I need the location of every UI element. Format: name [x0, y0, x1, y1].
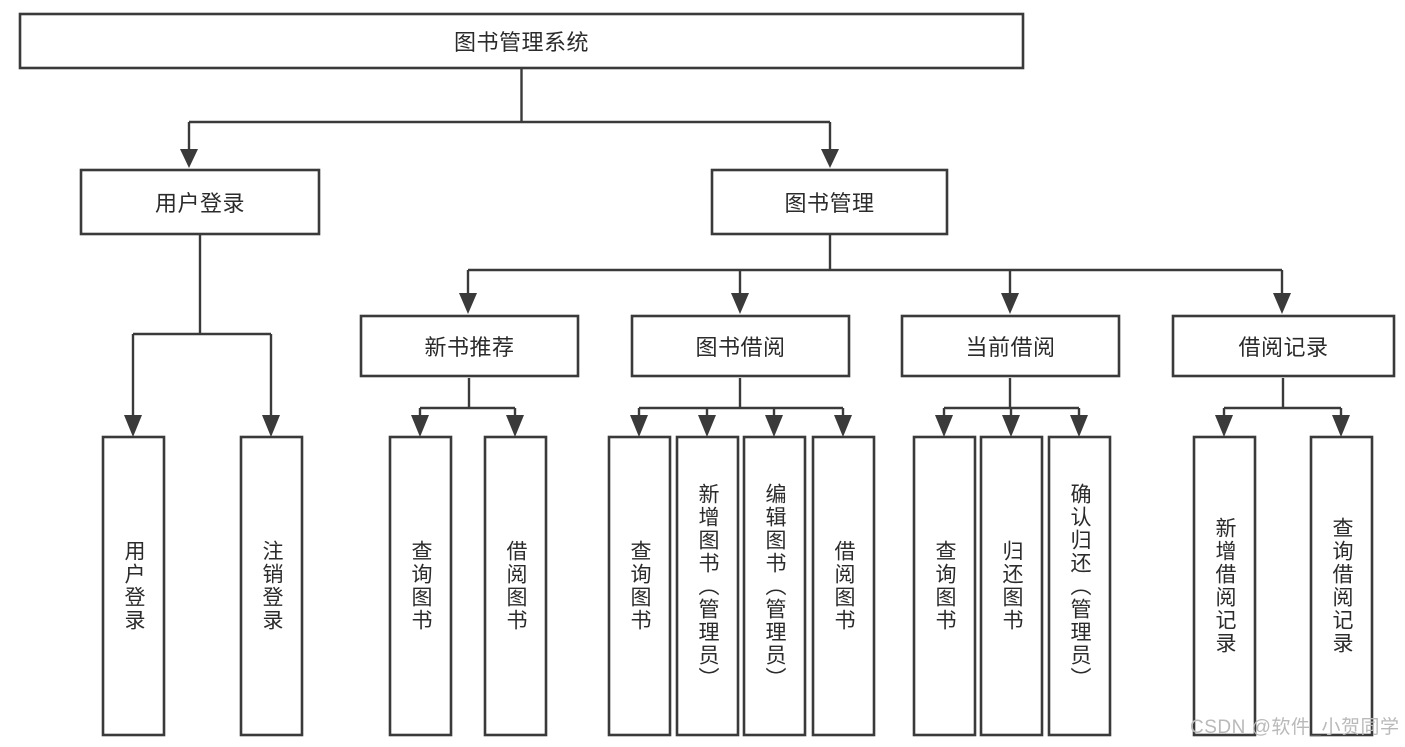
- leaf-box[interactable]: [607, 435, 672, 737]
- connector-root-to-level1: [180, 68, 839, 168]
- leaf-box[interactable]: [101, 435, 166, 737]
- leaf-box[interactable]: [239, 435, 304, 737]
- leaf-box[interactable]: [1192, 435, 1257, 737]
- connector-new-book-to-leaves: [411, 378, 524, 437]
- node-book-borrow[interactable]: [630, 314, 851, 378]
- connector-current-borrow-to-leaves: [935, 378, 1088, 437]
- leaf-box[interactable]: [1309, 435, 1374, 737]
- node-borrow-record[interactable]: [1171, 314, 1396, 378]
- node-root[interactable]: [18, 12, 1025, 70]
- leaf-box[interactable]: [811, 435, 876, 737]
- leaf-box[interactable]: [912, 435, 977, 737]
- node-new-book-recommend[interactable]: [359, 314, 580, 378]
- connector-borrow-record-to-leaves: [1215, 378, 1350, 437]
- leaf-box[interactable]: [483, 435, 548, 737]
- leaf-box[interactable]: [742, 435, 807, 737]
- leaf-box[interactable]: [675, 435, 740, 737]
- node-current-borrow[interactable]: [900, 314, 1121, 378]
- leaf-box[interactable]: [388, 435, 453, 737]
- watermark-text: CSDN @软件_小贺同学: [1190, 717, 1400, 738]
- connector-book-borrow-to-leaves: [630, 378, 852, 437]
- leaf-box[interactable]: [979, 435, 1044, 737]
- leaf-box[interactable]: [1047, 435, 1112, 737]
- node-user-login[interactable]: [79, 168, 321, 236]
- node-book-management[interactable]: [710, 168, 949, 236]
- connector-user-login-to-leaves: [124, 235, 280, 437]
- connector-book-mgmt-to-level2: [459, 232, 1291, 314]
